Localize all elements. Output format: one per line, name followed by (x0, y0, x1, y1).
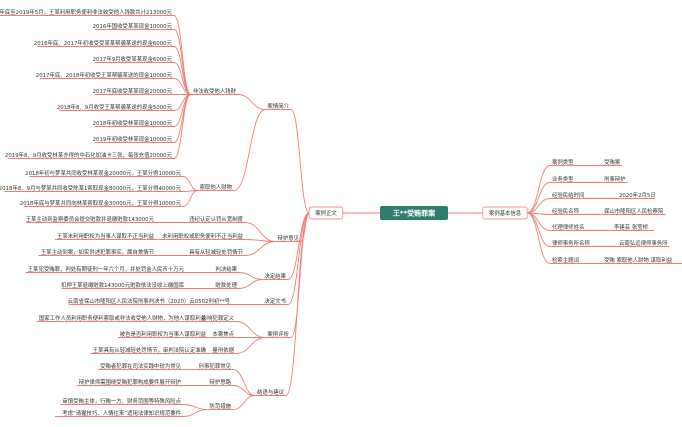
leaf-label[interactable]: 2017年9月收受某某现金6000元 (93, 55, 173, 63)
connector-line (232, 369, 256, 396)
left-main-node-box[interactable] (308, 206, 344, 220)
leaf-label[interactable]: 2018年8、9月收受王某帮骗某送的现金5000元 (57, 103, 173, 111)
root-node-label[interactable]: 王**受贿罪案 (393, 209, 436, 218)
connector-line (182, 190, 198, 207)
connector-line (527, 212, 551, 231)
leaf-label[interactable]: 2019年初收受林某现金10000元 (93, 135, 173, 143)
connector-line (173, 94, 192, 159)
info-key-label[interactable]: 代理律师姓名 (552, 223, 584, 231)
branch-label[interactable]: 赃款处理 (215, 281, 237, 289)
leaf-label[interactable]: 王某主动到监察委员会提交赃款并退缴赃款143000元 (26, 215, 155, 223)
connector-line (173, 46, 192, 95)
info-value-label[interactable]: 刑事辩护 (604, 175, 626, 183)
leaf-label[interactable]: 王某具有从轻减轻处罚情节，审判法院认定准确 (93, 346, 206, 354)
connector-line (182, 404, 208, 410)
connector-line (173, 62, 191, 95)
leaf-label[interactable]: 2017年底收受某某现金20000元 (93, 87, 173, 95)
connector-line (235, 321, 266, 338)
leaf-label[interactable]: 审慎受贿主体，行贿一方、财务范围等特殊风险点 (62, 397, 181, 405)
leaf-label[interactable]: 被告是否利用职权为当事人谋取利益 (120, 330, 207, 338)
info-key-label[interactable]: 经验民名称 (552, 207, 580, 215)
info-key-label[interactable]: 经验民结时间 (552, 191, 584, 199)
branch-label[interactable]: 判决结果 (215, 265, 237, 273)
leaf-label[interactable]: 考虑“请握技巧、人情往来”适用法律知识规范要件 (62, 409, 181, 417)
connector-line (527, 165, 551, 214)
info-key-label[interactable]: 业务类型 (552, 175, 574, 183)
connector-line (238, 272, 263, 280)
connector-line (527, 182, 551, 214)
connector-line (527, 198, 551, 214)
leaf-label[interactable]: 王某未利用职权为当事人谋取不正当利益 (57, 232, 155, 240)
left-main-node[interactable]: 案例正文 (315, 209, 337, 217)
branch-label[interactable]: 影响犯罪定义 (202, 314, 235, 322)
root-node-box[interactable] (380, 206, 448, 220)
connector-line (290, 212, 310, 338)
branch-label[interactable]: 结语与建议 (257, 388, 285, 396)
leaf-label[interactable]: 2018年初收受林某现金10000元 (93, 119, 173, 127)
connector-line (244, 222, 276, 242)
connector-line (232, 385, 256, 396)
connector-line (232, 395, 256, 410)
right-main-node-box[interactable] (482, 206, 528, 220)
connector-line (237, 94, 266, 110)
leaf-label[interactable]: 王某主动到案，如实供述犯罪事实，属自首情节 (41, 248, 155, 256)
info-key-label[interactable]: 案例类型 (552, 158, 574, 166)
leaf-label[interactable]: 2019年8、9月收受林某亦得的中石化加油卡三张，每张充值20000元 (5, 151, 173, 159)
leaf-label[interactable]: 受贿者犯罪在司法实践中较为常见 (100, 362, 181, 370)
branch-label[interactable]: 违纪认定认罚从宽制度 (189, 215, 244, 223)
branch-label[interactable]: 案情简介 (267, 102, 289, 110)
leaf-label[interactable]: 2016年底、2017年初收受受某某帮骗某送的现金6000元 (34, 39, 173, 47)
connector-line (233, 109, 266, 191)
branch-label[interactable]: 防范措施 (209, 402, 231, 410)
branch-label[interactable]: 案例评析 (267, 330, 289, 338)
info-value-label[interactable]: 2020年2月5日 (619, 191, 656, 199)
connector-line (238, 279, 263, 289)
leaf-label[interactable]: 2016年底至2019年5月，王某利用职务便利非法收受他人钱款共计213000元 (0, 8, 173, 16)
leaf-label[interactable]: 2018年底与梦某共同向林某索取现金30000元，王某分得10000元 (20, 199, 182, 207)
leaf-label[interactable]: 2016年国收受某某现金10000元 (93, 22, 173, 30)
branch-label[interactable]: 决定文书 (264, 297, 286, 305)
branch-label[interactable]: 索取他人财物 (200, 183, 233, 191)
branch-label[interactable]: 未利用职权或职务便利不正当利益 (162, 232, 243, 240)
info-value-label[interactable]: 受贿 索取他人财物 谋取利益 (604, 256, 673, 264)
connector-line (290, 109, 310, 214)
leaf-label[interactable]: 扣押王某退缴赃款143000元赃款依法没收上缴国库 (61, 281, 185, 289)
branch-label[interactable]: 辩护意见 (277, 234, 299, 242)
branch-label[interactable]: 本案焦点 (212, 330, 234, 338)
connector-line (285, 212, 310, 396)
right-main-node[interactable]: 案例基本信息 (489, 209, 522, 217)
branch-label[interactable]: 决定结果 (264, 272, 286, 280)
leaf-label[interactable]: 2017年底、2018年初收受王某帮骗某送的现金10000元 (36, 71, 173, 79)
connector-line (182, 409, 208, 417)
info-value-label[interactable]: 李建芸 张莹桥 (614, 223, 649, 231)
connector-line (287, 212, 310, 305)
connector-line (235, 337, 266, 354)
info-key-label[interactable]: 律师事务所名称 (552, 239, 590, 247)
info-key-label[interactable]: 检索主题词 (552, 256, 579, 264)
leaf-label[interactable]: 2018年8、9月与梦某共同收受陈某1索取现金80000元，王某分得40000元 (0, 184, 182, 192)
connector-line (173, 29, 192, 95)
info-value-label[interactable]: 云南弘远律师事务所 (619, 239, 668, 247)
connector-line (173, 78, 191, 95)
leaf-label[interactable]: 国家工作人员利用职务便利索取或非法收受他人财物，为他人谋取利益 (39, 314, 207, 322)
info-value-label[interactable]: 受贿案 (604, 158, 621, 166)
branch-label[interactable]: 量刑依据 (212, 346, 234, 354)
leaf-label[interactable]: 王某犯受贿罪，判处有期徒刑一年六个月，并处罚金人民币十万元 (28, 265, 185, 273)
connector-line (527, 212, 551, 264)
connector-line (182, 176, 198, 191)
leaf-label[interactable]: 云南省保山市隆阳区人民法院刑事判决书（2020）云0502刑初**号 (68, 297, 231, 305)
branch-label[interactable]: 刑事犯罪常见 (199, 362, 232, 370)
connector-line (244, 241, 276, 256)
info-value-label[interactable]: 保山市隆阳区人民检察院 (604, 207, 664, 215)
connector-line (173, 15, 192, 95)
branch-label[interactable]: 具有从轻减轻处罚情节 (189, 248, 244, 256)
leaf-label[interactable]: 2018年初与梦某共同收受林某现金20000元，王某分得10000元 (25, 169, 181, 177)
leaf-label[interactable]: 辩护律师需围绕受贿犯罪构成要件展开辩护 (79, 378, 181, 386)
connector-line (173, 94, 191, 127)
branch-label[interactable]: 非法收受他人钱财 (193, 87, 237, 95)
branch-label[interactable]: 辩护思路 (209, 378, 231, 386)
